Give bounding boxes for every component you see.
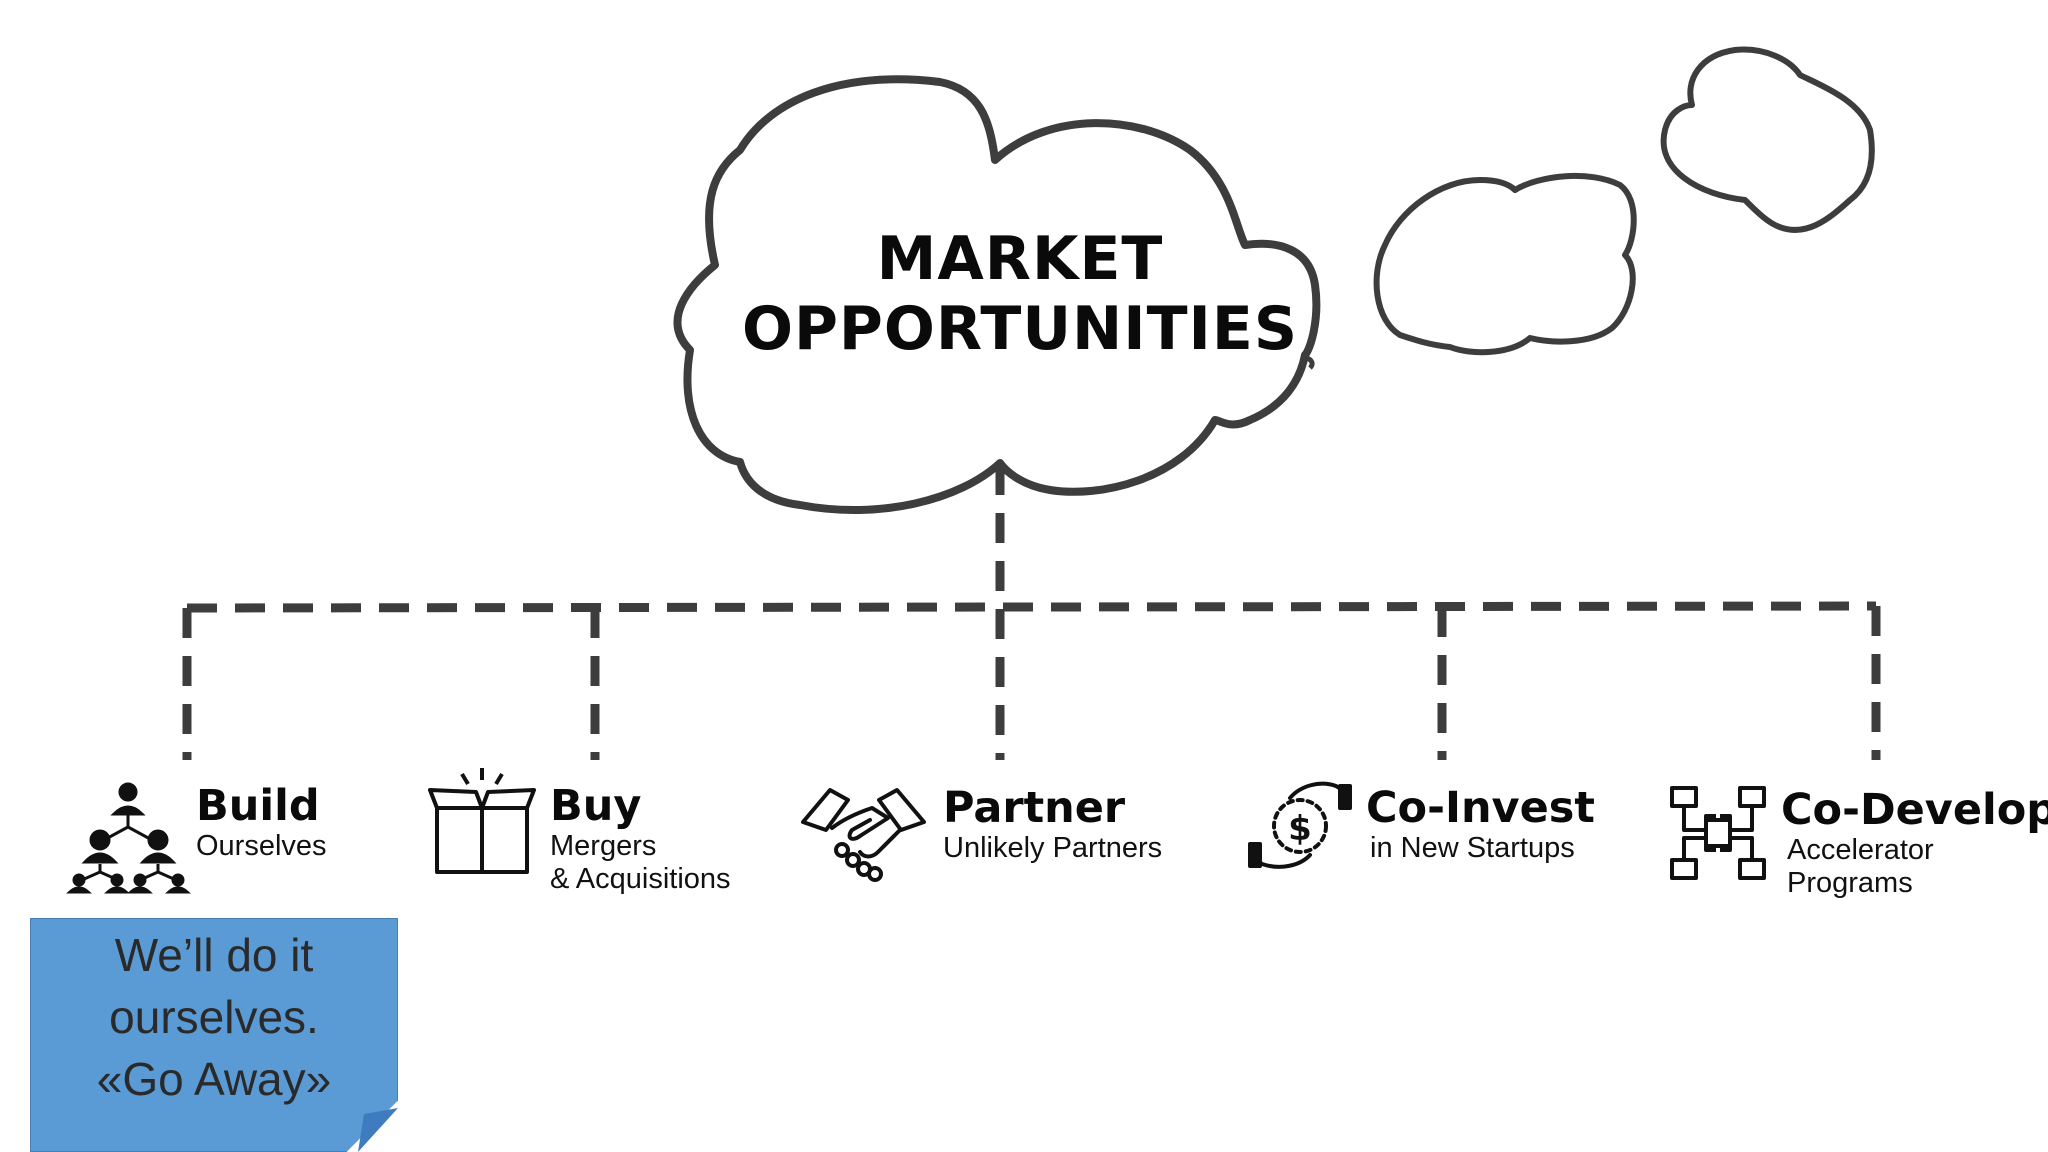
option-subtitle: Unlikely Partners <box>943 832 1163 864</box>
option-partner: Partner Unlikely Partners <box>943 784 1162 865</box>
diagram-title: MARKET OPPORTUNITIES <box>720 224 1320 364</box>
small-cloud-1 <box>1373 173 1637 356</box>
option-co-develop: Co-Develop Accelerator Programs <box>1781 786 2048 900</box>
sticky-line-3: «Go Away» <box>96 1053 332 1105</box>
option-subtitle: & Acquisitions <box>550 863 731 895</box>
money-hands-icon: $ <box>1248 781 1352 869</box>
small-cloud-2 <box>1660 46 1875 233</box>
option-title: Co-Invest <box>1366 783 1595 833</box>
sticky-line-2: ourselves. <box>109 991 319 1043</box>
sticky-line-1: We’ll do it <box>114 929 314 981</box>
option-build: Build Ourselves <box>196 782 327 863</box>
option-title: Build <box>196 781 320 831</box>
option-title: Buy <box>550 781 642 831</box>
option-title: Co-Develop <box>1781 785 2048 835</box>
svg-text:$: $ <box>1288 809 1312 849</box>
joined-hands-icon <box>1670 786 1766 880</box>
team-hierarchy-icon <box>66 782 191 894</box>
open-box-icon <box>428 768 536 874</box>
title-line-2: OPPORTUNITIES <box>741 294 1299 364</box>
option-subtitle: Ourselves <box>196 830 327 862</box>
option-title: Partner <box>943 783 1126 833</box>
title-line-1: MARKET <box>876 224 1164 294</box>
sticky-note-text: We’ll do it ourselves. «Go Away» <box>30 924 398 1110</box>
sticky-note-fold <box>358 1108 398 1152</box>
option-buy: Buy Mergers & Acquisitions <box>550 782 731 896</box>
sticky-note <box>30 918 398 1152</box>
option-subtitle: Mergers <box>550 830 657 862</box>
main-cloud <box>673 75 1321 514</box>
handshake-icon <box>801 788 926 882</box>
option-subtitle: in New Startups <box>1370 832 1575 864</box>
option-subtitle: Programs <box>1787 867 1913 899</box>
option-subtitle: Accelerator <box>1787 834 1934 866</box>
option-co-invest: Co-Invest in New Startups <box>1366 784 1595 865</box>
